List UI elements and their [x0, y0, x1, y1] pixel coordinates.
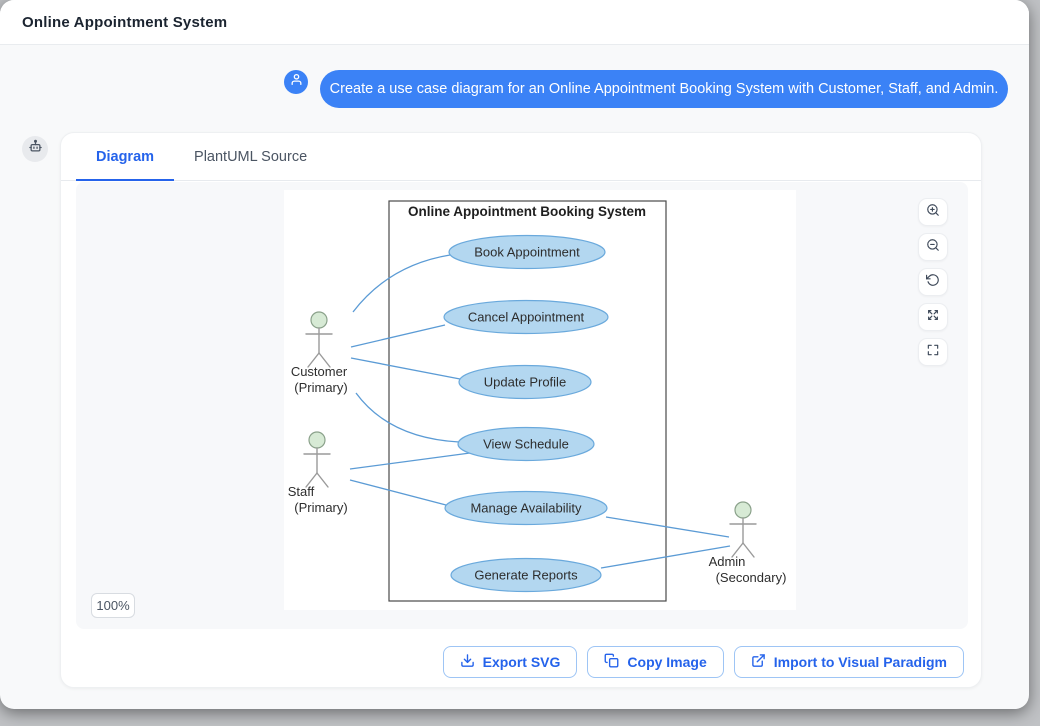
usecase-label: Manage Availability — [470, 501, 582, 516]
edge-manage-availability-admin — [605, 516, 730, 538]
fullscreen-icon — [926, 343, 940, 362]
result-card: Diagram PlantUML Source Online Appointme… — [60, 132, 982, 688]
expand-arrows-icon — [926, 308, 940, 327]
zoom-out-icon — [926, 238, 940, 257]
tab-plantuml-source[interactable]: PlantUML Source — [194, 149, 308, 165]
user-icon — [290, 73, 303, 91]
edge-customer-cancel-appointment — [350, 324, 446, 348]
zoom-in-icon — [926, 203, 940, 222]
rotate-ccw-icon — [926, 273, 940, 292]
actor-staff: Staff (Primary) — [288, 431, 348, 515]
diagram-canvas[interactable]: Online Appointment Booking System — [284, 190, 796, 610]
actor-role: (Primary) — [294, 380, 347, 395]
app-window: Online Appointment System Create a use c… — [0, 0, 1029, 709]
download-icon — [460, 653, 475, 671]
external-link-icon — [751, 653, 766, 671]
assistant-avatar — [22, 136, 48, 162]
export-svg-label: Export SVG — [482, 654, 561, 670]
edge-generate-reports-admin — [600, 545, 731, 569]
zoom-out-button[interactable] — [918, 233, 948, 261]
usecase-view-schedule — [457, 426, 595, 462]
fullscreen-button[interactable] — [918, 338, 948, 366]
copy-icon — [604, 653, 619, 671]
edge-customer-book-appointment — [352, 254, 451, 313]
actor-name: Admin — [709, 554, 746, 569]
edge-staff-manage-availability — [349, 479, 447, 506]
edge-staff-view-schedule — [349, 452, 471, 470]
actor-role: (Secondary) — [716, 570, 787, 585]
actor-role: (Primary) — [294, 500, 347, 515]
tab-diagram[interactable]: Diagram — [76, 133, 175, 181]
usecase-label: View Schedule — [483, 437, 569, 452]
usecase-label: Update Profile — [484, 375, 566, 390]
usecase-label: Book Appointment — [474, 245, 580, 260]
app-header: Online Appointment System — [0, 0, 1029, 45]
zoom-controls — [918, 198, 948, 373]
copy-image-label: Copy Image — [627, 654, 707, 670]
reset-view-button[interactable] — [918, 268, 948, 296]
import-to-visual-paradigm-button[interactable]: Import to Visual Paradigm — [733, 646, 964, 678]
system-boundary-title: Online Appointment Booking System — [408, 204, 646, 219]
actor-customer: Customer (Primary) — [291, 311, 348, 395]
tab-bar: Diagram PlantUML Source — [61, 133, 981, 181]
user-message-bubble: Create a use case diagram for an Online … — [320, 70, 1008, 108]
user-avatar — [284, 70, 308, 94]
usecase-book-appointment — [448, 234, 606, 270]
edge-customer-view-schedule — [355, 392, 460, 443]
fit-view-button[interactable] — [918, 303, 948, 331]
usecase-label: Generate Reports — [474, 568, 578, 583]
export-svg-button[interactable]: Export SVG — [442, 646, 578, 678]
page-title: Online Appointment System — [22, 13, 228, 31]
actor-admin: Admin (Secondary) — [709, 501, 787, 585]
usecase-label: Cancel Appointment — [468, 310, 585, 325]
usecase-generate-reports — [450, 557, 602, 593]
use-cases: Book Appointment Cancel Appointment Upda… — [443, 234, 609, 593]
import-label: Import to Visual Paradigm — [773, 654, 947, 670]
usecase-update-profile — [458, 364, 592, 400]
copy-image-button[interactable]: Copy Image — [587, 646, 724, 678]
action-bar: Export SVG Copy Image Import to Visual P… — [442, 646, 964, 678]
edge-customer-update-profile — [350, 357, 461, 380]
usecase-diagram: Online Appointment Booking System — [288, 200, 787, 602]
usecase-cancel-appointment — [443, 299, 609, 335]
zoom-in-button[interactable] — [918, 198, 948, 226]
robot-icon — [28, 139, 43, 159]
actor-name: Staff — [288, 484, 315, 499]
usecase-manage-availability — [444, 490, 608, 526]
diagram-viewport: Online Appointment Booking System — [76, 182, 968, 629]
zoom-level-badge: 100% — [91, 593, 135, 618]
actor-name: Customer — [291, 364, 348, 379]
association-edges — [349, 254, 731, 569]
